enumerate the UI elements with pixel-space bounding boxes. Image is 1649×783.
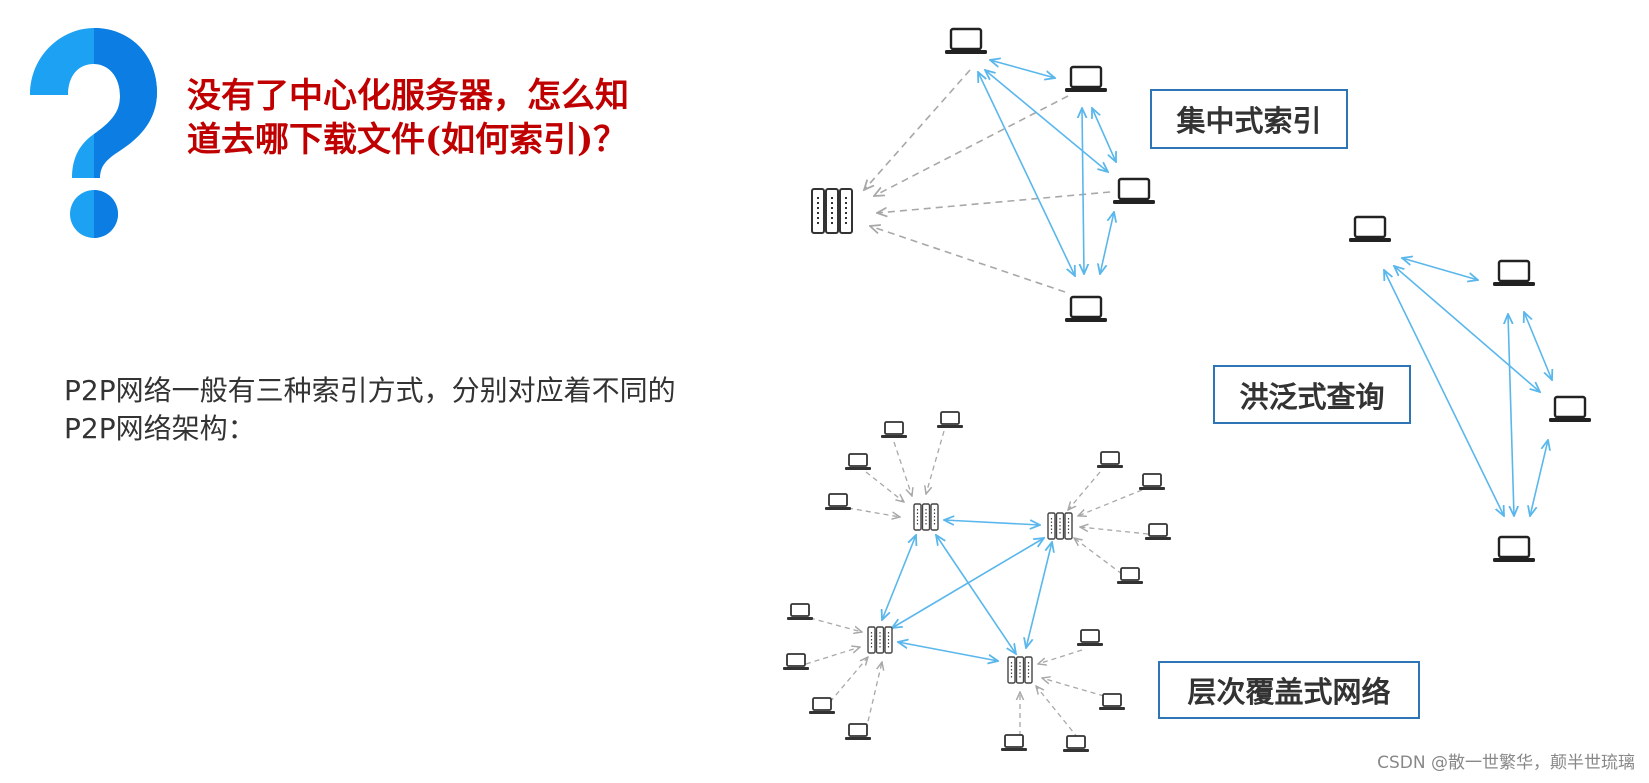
super-peer-server-icon (913, 503, 939, 531)
leaf-laptop-icon (880, 421, 908, 439)
hierarchical-overlay-label: 层次覆盖式网络 (1158, 661, 1420, 719)
question-title: 没有了中心化服务器，怎么知 道去哪下载文件(如何索引)？ (187, 74, 707, 162)
leaf-laptop-icon (1062, 735, 1090, 753)
super-peer-server-icon (1007, 656, 1033, 684)
intro-text-line: P2P网络一般有三种索引方式，分别对应着不同的 (64, 374, 676, 407)
leaf-laptop-icon (1138, 473, 1166, 491)
leaf-laptop-icon (782, 653, 810, 671)
leaf-laptop-icon (808, 697, 836, 715)
centralized-index-links (864, 69, 1111, 293)
index-server-icon (811, 188, 853, 234)
leaf-laptop-icon (1144, 523, 1172, 541)
peer-laptop-icon (1347, 215, 1393, 244)
centralized-peer-links (978, 60, 1116, 276)
leaf-peer-links (805, 430, 1149, 739)
peer-laptop-icon (1491, 259, 1537, 288)
leaf-laptop-icon (1096, 451, 1124, 469)
peer-laptop-icon (1063, 65, 1109, 94)
leaf-laptop-icon (936, 411, 964, 429)
peer-laptop-icon (1063, 295, 1109, 324)
flooding-query-label: 洪泛式查询 (1213, 365, 1411, 424)
super-peer-server-icon (867, 626, 893, 654)
question-title-line: 道去哪下载文件(如何索引)？ (187, 120, 628, 160)
intro-text: P2P网络一般有三种索引方式，分别对应着不同的 P2P网络架构： (64, 372, 764, 448)
hierarchical-overlay-diagram (782, 411, 1172, 753)
leaf-laptop-icon (1116, 567, 1144, 585)
question-mark-icon (30, 28, 157, 238)
flooding-query-diagram (1347, 215, 1593, 564)
leaf-laptop-icon (844, 453, 872, 471)
leaf-laptop-icon (1000, 734, 1028, 752)
centralized-index-diagram (811, 27, 1157, 324)
super-peer-server-icon (1047, 512, 1073, 540)
peer-laptop-icon (1547, 395, 1593, 424)
peer-laptop-icon (1111, 177, 1157, 206)
question-title-line: 没有了中心化服务器，怎么知 (187, 76, 629, 116)
flooding-peer-links (1384, 258, 1552, 516)
centralized-index-label: 集中式索引 (1150, 89, 1348, 149)
peer-laptop-icon (943, 27, 989, 56)
peer-laptop-icon (1491, 535, 1537, 564)
intro-text-line: P2P网络架构： (64, 412, 256, 445)
super-peer-links (882, 520, 1052, 661)
watermark: CSDN @散一世繁华，颠半世琉璃 (1377, 753, 1635, 773)
leaf-laptop-icon (1076, 629, 1104, 647)
leaf-laptop-icon (1098, 693, 1126, 711)
leaf-laptop-icon (786, 603, 814, 621)
leaf-laptop-icon (844, 723, 872, 741)
leaf-laptop-icon (824, 493, 852, 511)
